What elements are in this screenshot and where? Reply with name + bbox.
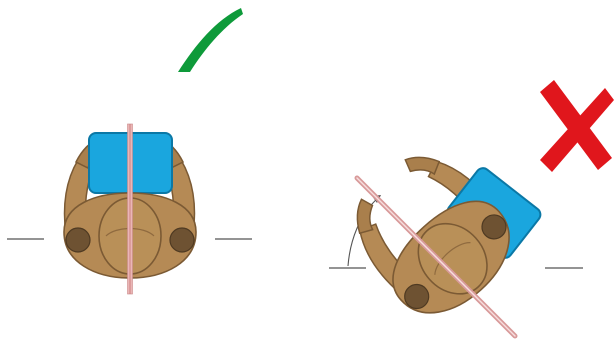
spine-alignment-line: [128, 124, 133, 294]
incorrect-posture-panel: [329, 80, 614, 336]
left-shoulder-joint: [66, 228, 90, 252]
right-shoulder-joint: [170, 228, 194, 252]
check-mark-icon: [178, 8, 243, 72]
x-mark-icon: [540, 80, 614, 172]
correct-posture-panel: [7, 8, 252, 294]
